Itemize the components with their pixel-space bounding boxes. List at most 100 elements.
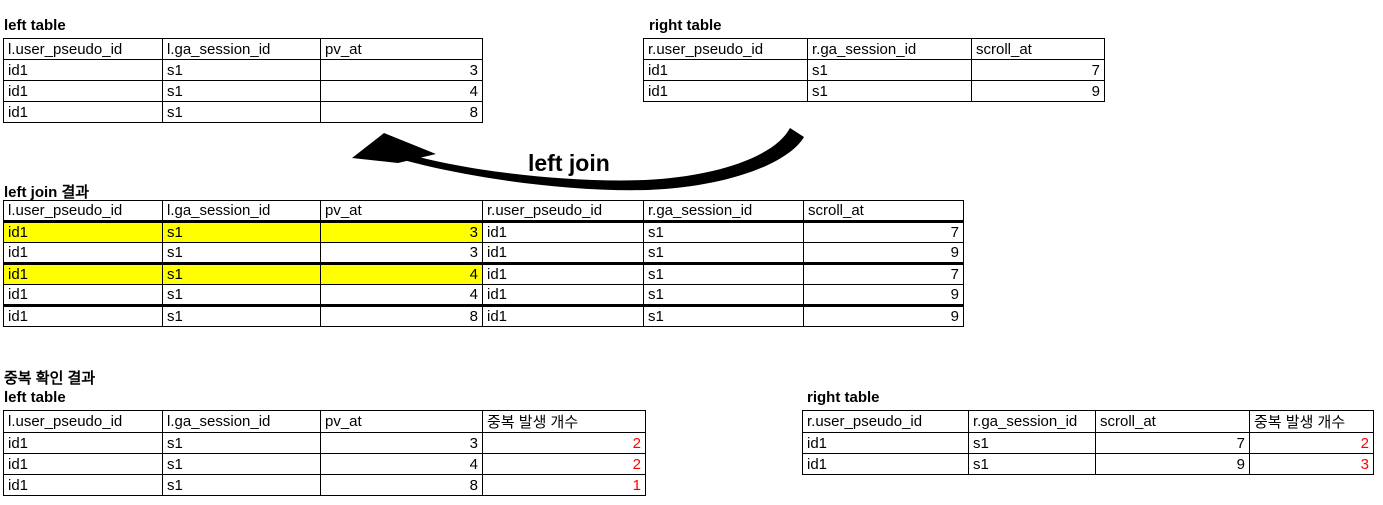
table-cell: s1	[643, 221, 804, 243]
duplicate-check-title: 중복 확인 결과	[4, 370, 96, 387]
table-cell: id1	[3, 453, 163, 475]
table-cell: id1	[3, 305, 163, 327]
table-cell: id1	[3, 474, 163, 496]
table-cell: id1	[643, 80, 808, 102]
table-cell: 3	[320, 242, 483, 265]
table-cell: 4	[320, 263, 483, 285]
table-cell: 2	[482, 432, 646, 454]
left-join-arrow-icon	[352, 128, 804, 191]
column-header: 중복 발생 개수	[482, 410, 646, 433]
column-header: l.user_pseudo_id	[3, 200, 163, 223]
table-cell: 8	[320, 305, 483, 327]
table-cell: s1	[162, 101, 321, 123]
table-cell: 7	[1095, 432, 1250, 454]
table-cell: id1	[3, 263, 163, 285]
table-cell: id1	[802, 453, 969, 475]
join-result-title: left join 결과	[4, 184, 90, 201]
table-cell: s1	[162, 453, 321, 475]
table-cell: s1	[807, 59, 972, 81]
table-cell: s1	[807, 80, 972, 102]
table-cell: id1	[3, 101, 163, 123]
table-cell: s1	[162, 432, 321, 454]
table-cell: 4	[320, 284, 483, 307]
column-header: r.ga_session_id	[807, 38, 972, 60]
table-cell: 3	[1249, 453, 1374, 475]
column-header: scroll_at	[971, 38, 1105, 60]
table-cell: id1	[3, 242, 163, 265]
table-cell: id1	[482, 221, 644, 243]
top-left-table-title: left table	[4, 17, 66, 34]
column-header: pv_at	[320, 200, 483, 223]
table-cell: s1	[643, 305, 804, 327]
table-cell: s1	[162, 305, 321, 327]
column-header: l.ga_session_id	[162, 410, 321, 433]
table-cell: id1	[482, 263, 644, 285]
table-cell: id1	[482, 242, 644, 265]
column-header: l.user_pseudo_id	[3, 410, 163, 433]
table-cell: s1	[162, 221, 321, 243]
table-cell: s1	[162, 242, 321, 265]
column-header: scroll_at	[803, 200, 964, 223]
column-header: r.ga_session_id	[643, 200, 804, 223]
table-cell: 9	[1095, 453, 1250, 475]
table-cell: 7	[803, 221, 964, 243]
table-cell: id1	[3, 80, 163, 102]
dup-left-table-title: left table	[4, 389, 66, 406]
column-header: r.user_pseudo_id	[802, 410, 969, 433]
table-cell: s1	[162, 80, 321, 102]
table-cell: id1	[482, 284, 644, 307]
table-cell: id1	[3, 284, 163, 307]
column-header: scroll_at	[1095, 410, 1250, 433]
table-cell: 3	[320, 432, 483, 454]
table-cell: s1	[162, 284, 321, 307]
table-cell: 3	[320, 59, 483, 81]
column-header: r.user_pseudo_id	[482, 200, 644, 223]
left-join-arrow-label: left join	[528, 150, 610, 176]
table-cell: 4	[320, 80, 483, 102]
top-right-table-title: right table	[649, 17, 722, 34]
table-cell: s1	[968, 453, 1096, 475]
table-cell: id1	[3, 59, 163, 81]
dup-right-table-title: right table	[807, 389, 880, 406]
column-header: l.user_pseudo_id	[3, 38, 163, 60]
table-cell: id1	[3, 432, 163, 454]
table-cell: 9	[803, 305, 964, 327]
column-header: pv_at	[320, 410, 483, 433]
column-header: l.ga_session_id	[162, 38, 321, 60]
table-cell: 2	[1249, 432, 1374, 454]
table-cell: 3	[320, 221, 483, 243]
table-cell: 8	[320, 101, 483, 123]
column-header: r.user_pseudo_id	[643, 38, 808, 60]
table-cell: 9	[803, 242, 964, 265]
table-cell: s1	[643, 284, 804, 307]
table-cell: s1	[162, 59, 321, 81]
table-cell: s1	[643, 263, 804, 285]
column-header: 중복 발생 개수	[1249, 410, 1374, 433]
table-cell: 9	[803, 284, 964, 307]
table-cell: 8	[320, 474, 483, 496]
table-cell: id1	[482, 305, 644, 327]
table-cell: 4	[320, 453, 483, 475]
column-header: r.ga_session_id	[968, 410, 1096, 433]
